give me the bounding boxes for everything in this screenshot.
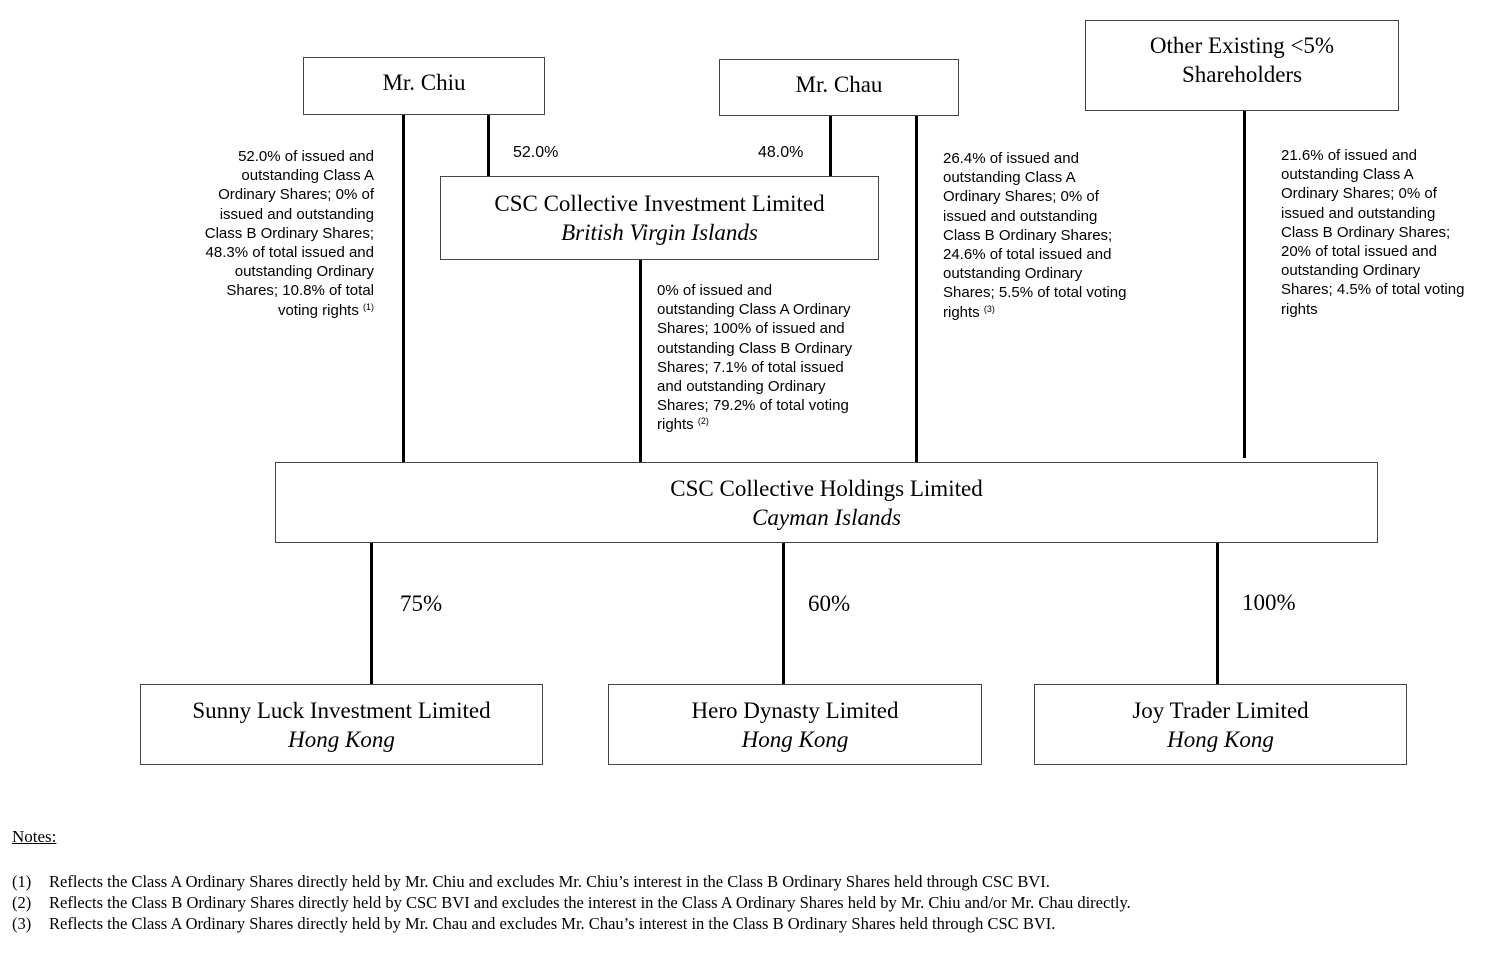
connector-bvi-to-holdings xyxy=(639,260,642,462)
entity-jurisdiction: British Virgin Islands xyxy=(561,220,758,245)
connector-holdings-to-sunny-luck xyxy=(370,543,373,685)
connector-holdings-to-joy-trader xyxy=(1216,543,1219,685)
entity-box-sunny-luck: Sunny Luck Investment Limited Hong Kong xyxy=(140,684,543,765)
connector-chiu-to-bvi xyxy=(487,114,490,176)
footnote-2: (2) Reflects the Class B Ordinary Shares … xyxy=(12,893,1131,913)
connector-chau-to-holdings xyxy=(915,116,918,462)
entity-box-mr-chau: Mr. Chau xyxy=(719,59,959,116)
entity-name: CSC Collective Holdings Limited xyxy=(670,475,983,501)
footnote-ref: (2) xyxy=(697,416,709,427)
ownership-label-sunny-luck: 75% xyxy=(400,591,443,616)
ownership-note-other: 21.6% of issued and outstanding Class A … xyxy=(1281,146,1464,319)
ownership-label-chau-in-bvi: 48.0% xyxy=(758,144,804,161)
ownership-label-chiu-in-bvi: 52.0% xyxy=(513,144,559,161)
connector-chau-to-bvi xyxy=(829,116,832,176)
entity-name: Mr. Chiu xyxy=(382,70,466,95)
entity-name: Joy Trader Limited xyxy=(1132,697,1309,723)
entity-jurisdiction: Hong Kong xyxy=(741,726,849,752)
notes-title: Notes: xyxy=(12,827,57,846)
ownership-label-hero-dynasty: 60% xyxy=(808,591,851,616)
ownership-text: 21.6% of issued and outstanding Class A … xyxy=(1281,147,1465,318)
connector-holdings-to-hero-dynasty xyxy=(782,543,785,685)
footnote-3: (3) Reflects the Class A Ordinary Shares … xyxy=(12,914,1055,934)
ownership-note-bvi: 0% of issued and outstanding Class A Ord… xyxy=(657,281,852,435)
footnote-number: (3) xyxy=(12,914,32,933)
entity-box-mr-chiu: Mr. Chiu xyxy=(303,57,545,115)
footnote-text: Reflects the Class A Ordinary Shares dir… xyxy=(49,914,1056,933)
entity-name: CSC Collective Investment Limited xyxy=(494,191,825,216)
ownership-label-joy-trader: 100% xyxy=(1242,590,1296,615)
ownership-text: 26.4% of issued and outstanding Class A … xyxy=(943,150,1127,321)
entity-name: Hero Dynasty Limited xyxy=(691,697,899,723)
entity-name-line-1: Other Existing <5% xyxy=(1149,33,1335,58)
footnote-number: (2) xyxy=(12,893,32,912)
footnote-1: (1) Reflects the Class A Ordinary Shares … xyxy=(12,872,1050,892)
entity-name: Sunny Luck Investment Limited xyxy=(192,697,491,723)
ownership-note-chiu: 52.0% of issued and outstanding Class A … xyxy=(205,147,374,320)
ownership-note-chau: 26.4% of issued and outstanding Class A … xyxy=(943,149,1126,322)
connector-other-to-holdings xyxy=(1243,111,1246,458)
footnote-ref: (3) xyxy=(983,303,995,314)
entity-jurisdiction: Hong Kong xyxy=(1167,726,1274,752)
entity-box-hero-dynasty: Hero Dynasty Limited Hong Kong xyxy=(608,684,982,765)
ownership-text: 0% of issued and outstanding Class A Ord… xyxy=(657,282,853,434)
entity-jurisdiction: Hong Kong xyxy=(288,726,395,752)
entity-box-csc-holdings: CSC Collective Holdings Limited Cayman I… xyxy=(275,462,1378,543)
entity-box-other-shareholders: Other Existing <5% Shareholders xyxy=(1085,20,1399,111)
footnote-text: Reflects the Class A Ordinary Shares dir… xyxy=(49,872,1050,891)
footnote-text: Reflects the Class B Ordinary Shares dir… xyxy=(49,893,1131,912)
connector-chiu-to-holdings xyxy=(402,114,405,462)
entity-box-csc-bvi: CSC Collective Investment Limited Britis… xyxy=(440,176,879,260)
footnote-number: (1) xyxy=(12,872,32,891)
entity-name: Mr. Chau xyxy=(795,72,883,97)
entity-name-line-2: Shareholders xyxy=(1181,62,1303,87)
entity-box-joy-trader: Joy Trader Limited Hong Kong xyxy=(1034,684,1407,765)
footnote-ref: (1) xyxy=(363,301,374,312)
entity-jurisdiction: Cayman Islands xyxy=(752,504,901,530)
ownership-text: 52.0% of issued and outstanding Class A … xyxy=(204,148,374,319)
